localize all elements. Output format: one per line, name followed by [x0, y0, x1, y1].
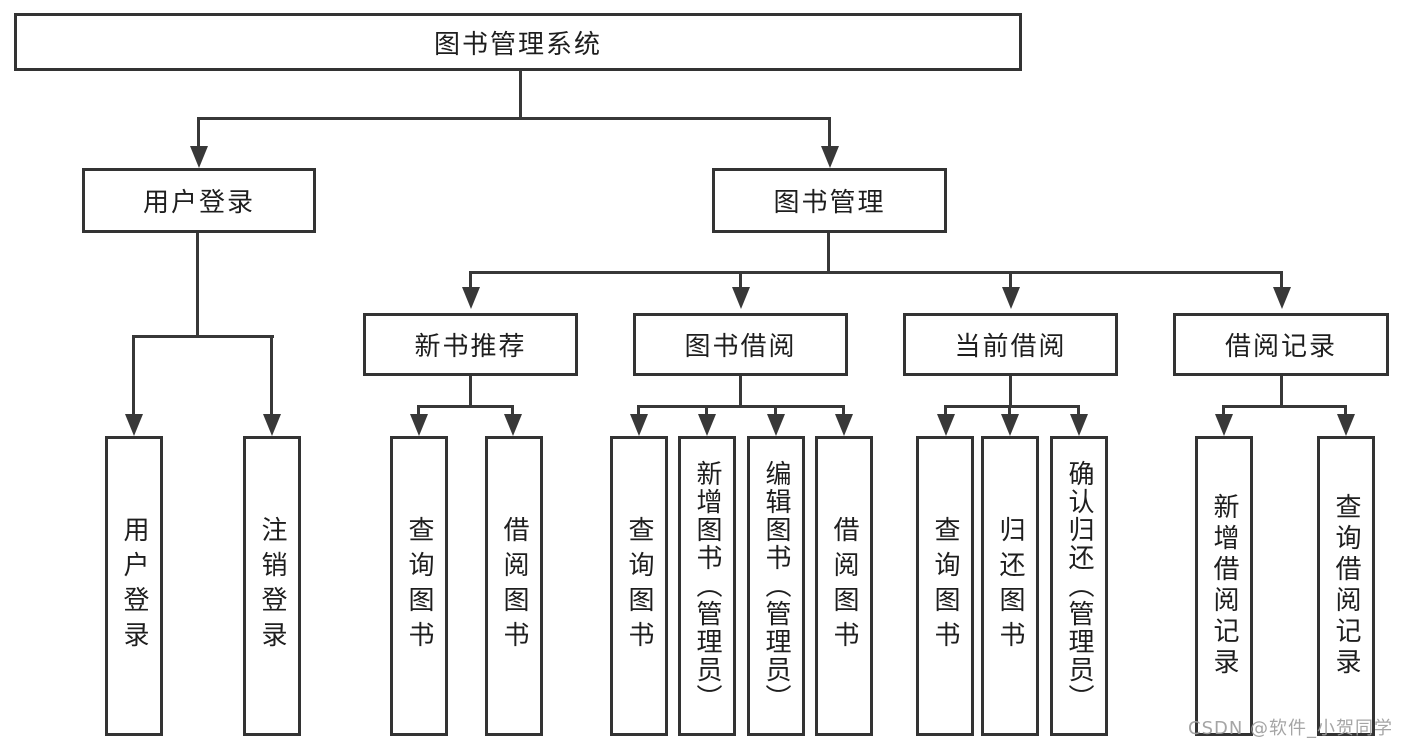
- leaf-query-borrow-record: 查询借阅记录: [1317, 436, 1375, 736]
- leaf-label: 编辑图书（管理员）: [761, 460, 791, 712]
- node-label: 借阅记录: [1224, 332, 1337, 362]
- node-label: 图书管理: [773, 188, 886, 218]
- node-label: 用户登录: [142, 188, 255, 218]
- connector-line: [197, 117, 831, 120]
- leaf-label: 新增图书（管理员）: [692, 460, 722, 712]
- leaf-query-books-current: 查询图书: [916, 436, 974, 736]
- arrowhead-down-icon: [1001, 414, 1019, 436]
- node-label: 图书管理系统: [433, 29, 602, 60]
- arrowhead-down-icon: [1215, 414, 1233, 436]
- leaf-label: 用户登录: [119, 516, 149, 656]
- leaf-borrow-books-recommend: 借阅图书: [485, 436, 543, 736]
- connector-line: [944, 405, 1080, 408]
- leaf-label: 查询借阅记录: [1331, 493, 1361, 679]
- connector-line: [469, 271, 1282, 274]
- arrowhead-down-icon: [190, 146, 208, 168]
- arrowhead-down-icon: [1337, 414, 1355, 436]
- node-current-borrowing: 当前借阅: [903, 313, 1118, 376]
- connector-line: [944, 405, 947, 416]
- leaf-label: 新增借阅记录: [1209, 493, 1239, 679]
- leaf-label: 查询图书: [930, 516, 960, 656]
- connector-line: [132, 335, 135, 417]
- leaf-logout: 注销登录: [243, 436, 301, 736]
- leaf-user-login: 用户登录: [105, 436, 163, 736]
- arrowhead-down-icon: [732, 287, 750, 309]
- connector-line: [132, 335, 274, 338]
- node-borrowing-records: 借阅记录: [1173, 313, 1389, 376]
- leaf-label: 查询图书: [404, 516, 434, 656]
- leaf-edit-books-admin: 编辑图书（管理员）: [747, 436, 805, 736]
- connector-line: [270, 335, 273, 417]
- connector-line: [1008, 405, 1011, 416]
- connector-line: [842, 405, 845, 416]
- node-label: 图书借阅: [684, 332, 797, 362]
- node-book-management: 图书管理: [712, 168, 947, 233]
- connector-line: [1280, 376, 1283, 407]
- connector-line: [196, 233, 199, 337]
- connector-line: [828, 117, 831, 149]
- connector-line: [197, 117, 200, 149]
- connector-line: [1222, 405, 1347, 408]
- connector-line: [511, 405, 514, 416]
- leaf-label: 确认归还（管理员）: [1064, 460, 1094, 712]
- arrowhead-down-icon: [821, 146, 839, 168]
- arrowhead-down-icon: [462, 287, 480, 309]
- node-user-login: 用户登录: [82, 168, 316, 233]
- arrowhead-down-icon: [630, 414, 648, 436]
- connector-line: [417, 405, 420, 416]
- node-new-book-recommend: 新书推荐: [363, 313, 578, 376]
- connector-line: [417, 405, 514, 408]
- arrowhead-down-icon: [835, 414, 853, 436]
- connector-line: [705, 405, 708, 416]
- leaf-query-books-recommend: 查询图书: [390, 436, 448, 736]
- leaf-add-books-admin: 新增图书（管理员）: [678, 436, 736, 736]
- arrowhead-down-icon: [125, 414, 143, 436]
- arrowhead-down-icon: [698, 414, 716, 436]
- node-label: 当前借阅: [954, 332, 1067, 362]
- csdn-watermark: CSDN @软件_小贺同学: [1188, 718, 1394, 739]
- leaf-borrow-books: 借阅图书: [815, 436, 873, 736]
- connector-line: [1280, 271, 1283, 287]
- node-root-library-management-system: 图书管理系统: [14, 13, 1022, 71]
- leaf-label: 借阅图书: [829, 516, 859, 656]
- connector-line: [1009, 271, 1012, 287]
- connector-line: [739, 271, 742, 287]
- node-label: 新书推荐: [414, 332, 527, 362]
- arrowhead-down-icon: [504, 414, 522, 436]
- arrowhead-down-icon: [767, 414, 785, 436]
- leaf-label: 归还图书: [995, 516, 1025, 656]
- connector-line: [637, 405, 640, 416]
- connector-line: [739, 376, 742, 407]
- connector-line: [1344, 405, 1347, 416]
- leaf-label: 注销登录: [257, 516, 287, 656]
- leaf-label: 借阅图书: [499, 516, 529, 656]
- connector-line: [827, 233, 830, 273]
- connector-line: [469, 271, 472, 287]
- arrowhead-down-icon: [937, 414, 955, 436]
- connector-line: [469, 376, 472, 407]
- arrowhead-down-icon: [410, 414, 428, 436]
- node-book-borrowing: 图书借阅: [633, 313, 848, 376]
- arrowhead-down-icon: [1070, 414, 1088, 436]
- leaf-label: 查询图书: [624, 516, 654, 656]
- arrowhead-down-icon: [1002, 287, 1020, 309]
- arrowhead-down-icon: [1273, 287, 1291, 309]
- leaf-query-books-borrow: 查询图书: [610, 436, 668, 736]
- leaf-confirm-return-admin: 确认归还（管理员）: [1050, 436, 1108, 736]
- connector-line: [519, 70, 522, 119]
- connector-line: [1009, 376, 1012, 407]
- leaf-return-books: 归还图书: [981, 436, 1039, 736]
- connector-line: [1077, 405, 1080, 416]
- connector-line: [1222, 405, 1225, 416]
- connector-line: [774, 405, 777, 416]
- leaf-add-borrow-record: 新增借阅记录: [1195, 436, 1253, 736]
- connector-line: [637, 405, 845, 408]
- arrowhead-down-icon: [263, 414, 281, 436]
